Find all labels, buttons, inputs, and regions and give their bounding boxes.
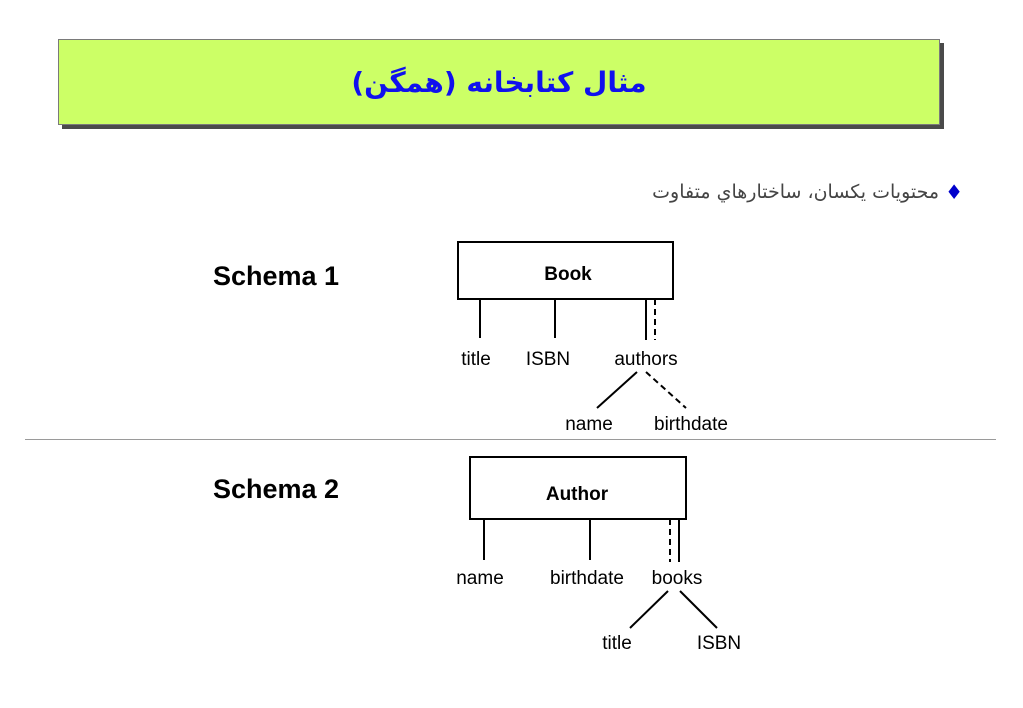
schema2-root-box [469,456,687,520]
schema2-child-label: name [456,568,504,589]
edge [629,590,669,629]
schema2-child-label: birthdate [550,568,624,589]
title-banner: مثال کتابخانه (همگن) [58,39,940,125]
diamond-bullet-icon: ♦ [945,180,963,204]
schema1-child-label: title [461,349,491,370]
bullet-text: محتويات يکسان، ساختارهاي متفاوت [652,181,940,203]
schema2-label: Schema 2 [213,474,340,504]
schema2-grandchild-label: ISBN [697,633,741,654]
schema1-child-label: authors [614,349,677,370]
schema1-tree: Book title ISBN authors name birthdate [457,241,728,435]
schema2-child-label: books [652,568,703,589]
schema2-grandchild-label: title [602,633,632,654]
section-divider [25,439,996,440]
bullet-point: ♦ محتويات يکسان، ساختارهاي متفاوت [652,180,963,204]
schema1-grandchild-label: birthdate [654,414,728,435]
schema2-tree: Author name birthdate books title ISBN [456,456,741,654]
schema2-root-label: Author [546,484,609,505]
schema1-root-label: Book [544,264,592,285]
schema1-child-label: ISBN [526,349,570,370]
schema1-label: Schema 1 [213,261,340,291]
slide-title: مثال کتابخانه (همگن) [351,65,647,99]
edge [679,590,718,629]
edge [596,371,638,409]
edge-dashed [645,371,687,409]
schema1-grandchild-label: name [565,414,613,435]
schema1-root-box [457,241,674,300]
